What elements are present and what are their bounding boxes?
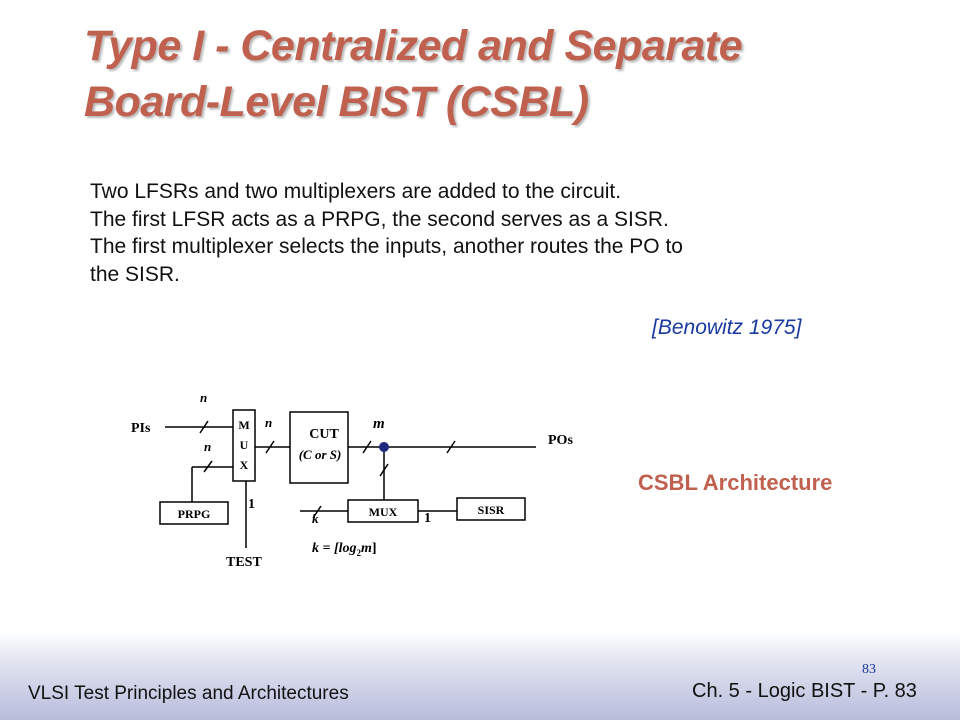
pis-label: PIs [131,421,151,436]
k-formula-prefix: k = [log [312,541,357,556]
test-label: TEST [226,555,262,570]
n-label-right: n [265,415,272,430]
slide-title: Type I - Centralized and Separate Board-… [84,18,944,130]
mux1-box [232,409,256,482]
n-label-top: n [200,390,207,405]
k-formula-suffix: ] [372,541,377,556]
footer-band [0,632,960,720]
mux2-label: MUX [369,505,398,519]
slide-number: 83 [862,662,876,677]
slide-title-line-2: Board-Level BIST (CSBL) [84,78,589,126]
body-line: The first LFSR acts as a PRPG, the secon… [90,207,669,231]
m-label: m [373,416,385,432]
n-label-mid: n [204,439,211,454]
prpg-label: PRPG [178,507,211,521]
cut-sublabel: (C or S) [299,447,342,462]
pos-slash [446,440,456,454]
k-slash [312,505,322,519]
slide-title-line-1: Type I - Centralized and Separate [84,22,743,70]
cut-box [289,411,349,484]
k-formula-sub: 2 [357,548,362,558]
footer-chapter-page: Ch. 5 - Logic BIST - P. 83 [692,680,917,702]
body-line: The first multiplexer selects the inputs… [90,235,683,258]
pi-slash [199,420,209,434]
body-text: Two LFSRs and two multiplexers are added… [90,178,890,288]
sisr-box [456,497,526,521]
cut-label: CUT [309,427,339,442]
prpg-slash [203,460,213,473]
body-line: Two LFSRs and two multiplexers are added… [90,180,622,203]
k-formula-var: m [361,541,372,556]
cut-out-slash [362,440,372,454]
sisr-label: SISR [478,503,505,517]
pos-label: POs [548,433,573,448]
prpg-box [159,501,229,525]
mux1-letter: M [238,418,249,432]
footer-course-title: VLSI Test Principles and Architectures [28,683,349,704]
branch-dot [379,442,389,452]
branch-slash [379,463,389,477]
mux-out-slash [265,440,275,454]
mux1-letter: X [240,458,249,472]
mux1-letter: U [240,438,249,452]
citation: [Benowitz 1975] [652,316,802,339]
body-line: the SISR. [90,262,180,286]
one-label-right: 1 [424,511,431,526]
k-label: k [312,511,319,526]
mux2-box [347,499,419,523]
architecture-label: CSBL Architecture [638,470,833,495]
one-label-left: 1 [248,497,255,512]
k-formula: k = [log2m] [312,541,377,558]
